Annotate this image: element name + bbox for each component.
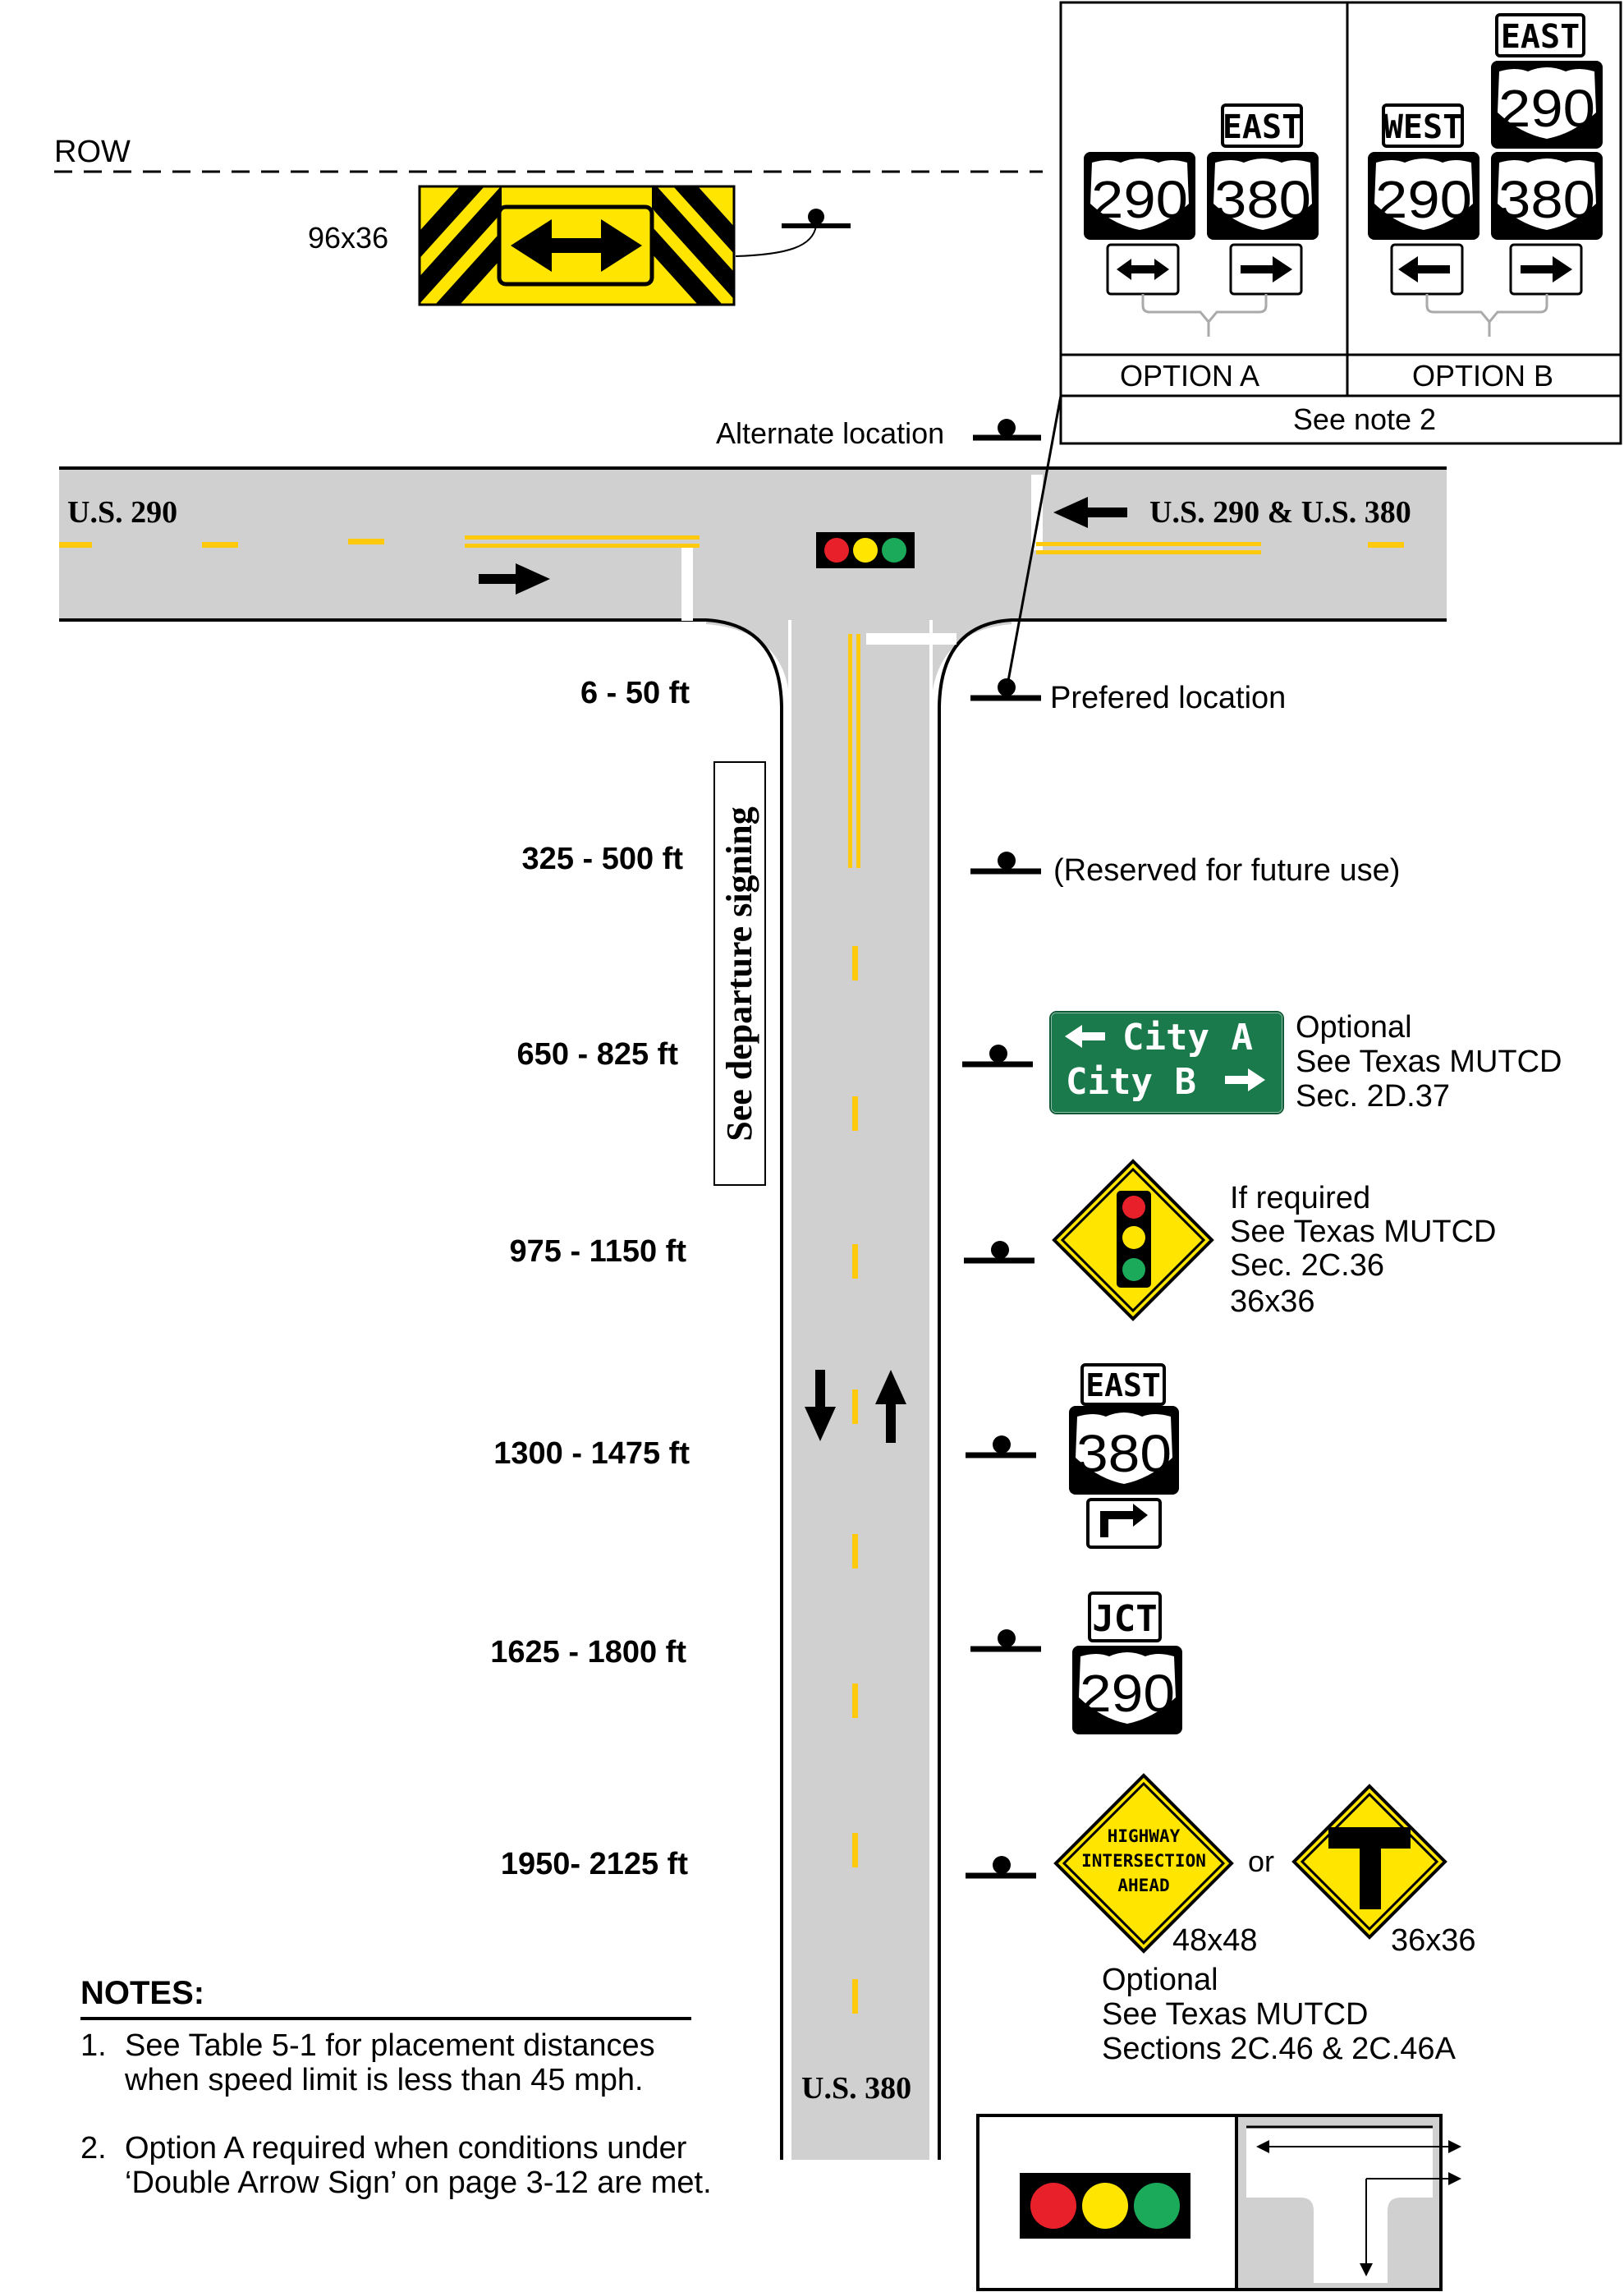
jct-290-shield: 290: [1080, 1664, 1175, 1723]
northbound-arrow-icon: [875, 1370, 906, 1443]
notes-title: NOTES:: [80, 1975, 204, 2011]
guide-city-a: City A: [1122, 1017, 1253, 1059]
left-arrow-icon: [1065, 1025, 1105, 1048]
note-2-line2: ‘Double Arrow Sign’ on page 3-12 are met…: [125, 2166, 712, 2200]
distance-3: 650 - 825 ft: [517, 1037, 679, 1072]
option-a-signs: EAST 290 380 OPTION A: [1084, 103, 1319, 393]
intersection-line-1: HIGHWAY: [1108, 1826, 1181, 1846]
option-a-route-290-shield: 290: [1091, 170, 1188, 229]
road-label-us290-us380: U.S. 290 & U.S. 380: [1149, 495, 1411, 530]
east-380-cardinal: EAST: [1085, 1367, 1161, 1403]
note-2-line1: Option A required when conditions under: [125, 2131, 687, 2166]
traffic-signal-head: [816, 532, 915, 568]
distance-4: 975 - 1150 ft: [510, 1234, 687, 1269]
road-label-us290: U.S. 290: [67, 495, 177, 530]
option-b-signs: WEST EAST 290 290 380 OPTION B: [1368, 13, 1603, 393]
option-a-label: OPTION A: [1120, 359, 1259, 393]
option-a-double-arrow-icon: [1117, 259, 1169, 280]
legend-box: [976, 2114, 1461, 2291]
intersection-note-3: Sections 2C.46 & 2C.46A: [1102, 2032, 1457, 2066]
city-guide-sign: City A City B: [1048, 1010, 1285, 1115]
alternate-location-post: [973, 419, 1041, 441]
sign-size-96x36: 96x36: [308, 221, 388, 255]
reserved-label: (Reserved for future use): [1053, 853, 1400, 888]
option-b-left-arrow-icon: [1398, 256, 1450, 282]
jct-label: JCT: [1092, 1598, 1157, 1640]
distance-6: 1625 - 1800 ft: [490, 1635, 686, 1670]
intersection-ahead-sign: HIGHWAY INTERSECTION AHEAD: [1053, 1773, 1234, 1954]
option-b-cardinal-west: WEST: [1383, 108, 1462, 146]
option-a-route-380-shield: 380: [1214, 170, 1311, 229]
signal-note-1: If required: [1230, 1181, 1370, 1215]
road-label-us380: U.S. 380: [801, 2071, 911, 2106]
legend-t-intersection-icon: [1238, 2117, 1461, 2288]
sign-posts: [962, 678, 1041, 1879]
signal-note-3: Sec. 2C.36: [1230, 1248, 1384, 1283]
distance-7: 1950- 2125 ft: [501, 1847, 688, 1881]
distance-2: 325 - 500 ft: [522, 842, 684, 876]
intersection-line-3: AHEAD: [1117, 1876, 1169, 1895]
option-b-route-380-shield: 380: [1498, 170, 1595, 229]
note-1-number: 1.: [80, 2028, 107, 2063]
departure-signing-box: See departure signing: [713, 761, 766, 1186]
option-b-right-arrow-icon: [1521, 256, 1572, 282]
t-intersection-icon: [1328, 1827, 1411, 1909]
turn-right-arrow-icon: [1100, 1504, 1148, 1537]
guide-city-b: City B: [1066, 1061, 1196, 1103]
centerline-dashes: [59, 539, 1404, 548]
southbound-arrow-icon: [805, 1370, 836, 1441]
distance-5: 1300 - 1475 ft: [493, 1436, 690, 1471]
intersection-line-2: INTERSECTION: [1081, 1851, 1206, 1871]
distance-1: 6 - 50 ft: [580, 676, 690, 710]
east-380-assembly: EAST 380: [1069, 1363, 1179, 1549]
legend-signal-icon: [1020, 2173, 1190, 2239]
intersection-note-1: Optional: [1102, 1963, 1218, 1997]
note-1-line2: when speed limit is less than 45 mph.: [124, 2063, 644, 2097]
guide-note-2: See Texas MUTCD: [1296, 1045, 1562, 1079]
option-b-route-290-left-shield: 290: [1375, 170, 1472, 229]
t-intersection-sign: [1291, 1784, 1447, 1940]
sign-post-symbol: [735, 209, 851, 257]
option-b-route-290-right-shield: 290: [1498, 79, 1595, 138]
or-label: or: [1248, 1844, 1274, 1878]
row-label: ROW: [54, 135, 131, 169]
road-network: [59, 466, 1447, 2160]
east-380-shield: 380: [1076, 1424, 1172, 1483]
guide-note-1: Optional: [1296, 1010, 1412, 1045]
chevron-stripes-left: [420, 186, 502, 305]
departure-signing-label: See departure signing: [719, 806, 759, 1141]
signal-ahead-sign: [1052, 1159, 1214, 1321]
see-note-2: See note 2: [1293, 402, 1436, 436]
right-arrow-icon: [1225, 1068, 1265, 1091]
note-1-line1: See Table 5-1 for placement distances: [125, 2028, 655, 2063]
size-36x36: 36x36: [1391, 1923, 1476, 1958]
eastbound-arrow-icon: [479, 563, 550, 595]
option-b-cardinal-east: EAST: [1501, 18, 1580, 56]
intersection-note-2: See Texas MUTCD: [1102, 1997, 1369, 2032]
option-a-cardinal: EAST: [1223, 108, 1301, 146]
alternate-location-label: Alternate location: [716, 416, 944, 450]
double-arrow-icon: [511, 219, 642, 272]
note-2-number: 2.: [80, 2131, 107, 2166]
signal-note-2: See Texas MUTCD: [1230, 1215, 1497, 1249]
jct-290-assembly: JCT 290: [1072, 1592, 1182, 1734]
guide-note-3: Sec. 2D.37: [1296, 1079, 1450, 1114]
double-arrow-sign: [418, 185, 736, 306]
options-leader-line: [1005, 395, 1062, 691]
chevron-stripes-right: [652, 186, 734, 305]
size-48x48: 48x48: [1172, 1923, 1258, 1958]
option-a-right-arrow-icon: [1241, 256, 1292, 282]
westbound-arrow-icon: [1053, 497, 1127, 528]
preferred-location-label: Prefered location: [1050, 681, 1286, 715]
signal-note-4: 36x36: [1230, 1284, 1315, 1319]
option-b-label: OPTION B: [1412, 359, 1553, 393]
